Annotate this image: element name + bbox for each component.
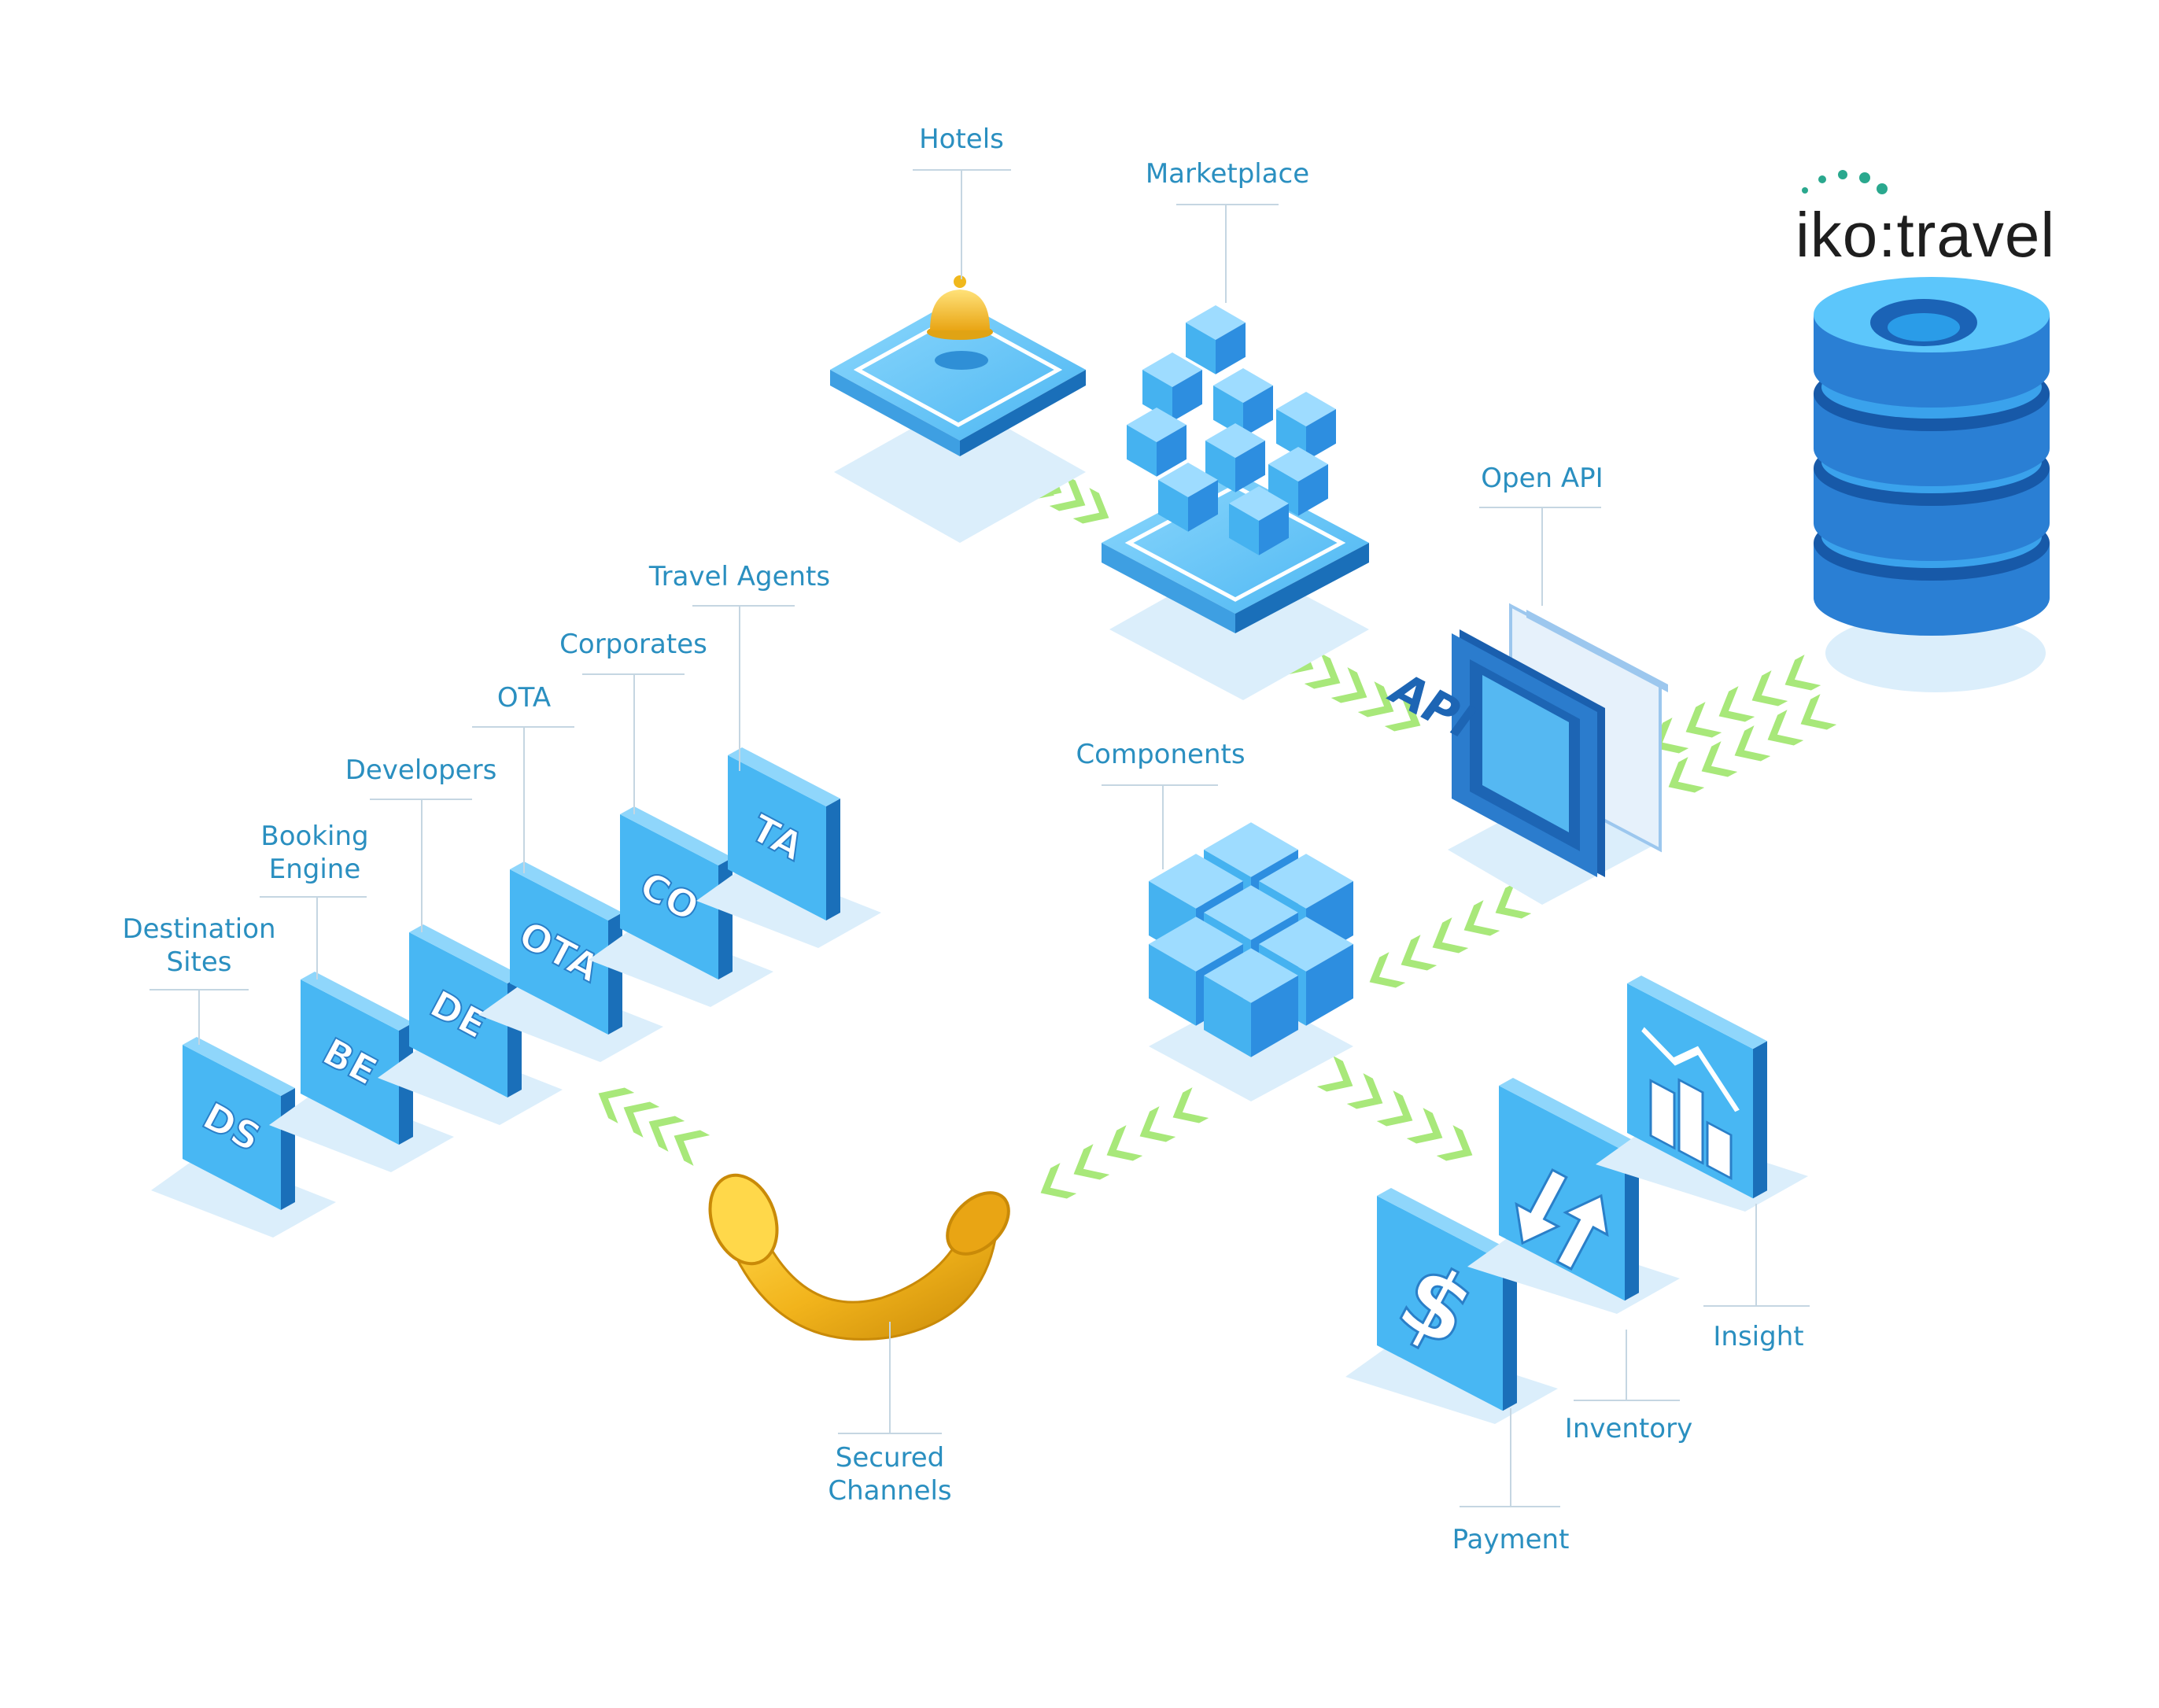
chevron-arrow	[1784, 655, 1821, 691]
tile-ds: DS	[151, 1037, 336, 1238]
cube-stack-icon	[1149, 822, 1353, 1101]
label-destination-sites-line2: Sites	[166, 946, 232, 978]
chevron-arrow	[1049, 475, 1086, 511]
chevron-arrow	[1072, 488, 1109, 524]
chevron-arrow	[1106, 1125, 1143, 1161]
chevron-arrow	[1172, 1087, 1209, 1123]
chevron-arrow	[1139, 1106, 1176, 1142]
chevron-arrow	[1432, 917, 1469, 954]
tile-co: CO	[589, 806, 773, 1007]
chevron-arrow	[623, 1101, 660, 1138]
bar-chart-icon	[1641, 1027, 1740, 1180]
chevron-arrow	[1040, 1163, 1077, 1199]
marketplace-platform	[1102, 304, 1369, 700]
label-travel-agents: Travel Agents	[648, 561, 831, 592]
chevron-arrow	[1800, 694, 1837, 730]
chevron-arrow	[1357, 681, 1394, 718]
chevron-arrow	[1463, 900, 1500, 936]
api-chip-icon: API	[1379, 603, 1668, 905]
label-components: Components	[1076, 739, 1246, 770]
chevron-arrow	[1330, 667, 1367, 703]
market-cube	[1205, 422, 1265, 492]
chevron-arrow	[1734, 725, 1771, 762]
service-tiles: $	[1345, 976, 1808, 1424]
tile-be: BE	[269, 972, 454, 1172]
market-cube	[1142, 352, 1202, 422]
chevron-arrow	[598, 1087, 635, 1123]
chevron-arrow	[1436, 1125, 1473, 1161]
chevron-arrows	[598, 450, 1837, 1199]
label-insight: Insight	[1713, 1321, 1804, 1352]
chevron-arrow	[1376, 1090, 1413, 1127]
label-booking-engine-line2: Engine	[268, 854, 361, 885]
market-cube	[1186, 304, 1246, 374]
market-cube	[1276, 391, 1336, 461]
chevron-arrow	[1346, 1073, 1383, 1109]
chevron-arrow	[1668, 757, 1705, 793]
logo-dots-icon	[1802, 170, 1888, 194]
chevron-arrow	[1751, 670, 1788, 706]
label-hotels: Hotels	[919, 124, 1004, 155]
label-ota: OTA	[496, 682, 552, 714]
pipe-elbow-icon	[708, 1173, 1010, 1341]
label-destination-sites-line1: Destination	[122, 913, 276, 945]
tile-ta: TA	[696, 747, 881, 948]
chevron-arrow	[1767, 710, 1804, 746]
chevron-arrow	[1369, 952, 1406, 988]
database-icon	[1814, 277, 2050, 692]
up-down-arrows-icon	[1515, 1168, 1609, 1271]
service-bell-icon	[927, 275, 993, 340]
chevron-arrow	[1316, 1056, 1353, 1092]
chevron-arrow	[1685, 702, 1722, 738]
logo-wordmark: iko:travel	[1795, 200, 2056, 270]
label-inventory: Inventory	[1564, 1413, 1693, 1444]
chevron-arrow	[648, 1116, 685, 1152]
label-developers: Developers	[345, 754, 497, 786]
label-booking-engine-line1: Booking	[260, 821, 369, 852]
label-corporates: Corporates	[559, 629, 707, 660]
label-open-api: Open API	[1481, 463, 1604, 494]
chevron-arrow	[1073, 1144, 1110, 1180]
market-cube	[1158, 462, 1218, 532]
chevron-arrow	[1406, 1108, 1443, 1144]
cube-cluster-icon	[1127, 304, 1336, 555]
chevron-arrow	[1304, 653, 1341, 689]
label-leaders	[149, 169, 1810, 1507]
chevron-arrow	[1384, 695, 1421, 732]
label-marketplace: Marketplace	[1145, 158, 1310, 190]
chevron-arrow	[1701, 741, 1738, 777]
market-cube	[1229, 485, 1289, 555]
chevron-arrow	[1495, 883, 1532, 919]
component-cube	[1204, 948, 1298, 1057]
market-cube	[1213, 367, 1273, 437]
label-payment: Payment	[1452, 1524, 1570, 1555]
tile-inventory	[1467, 1078, 1680, 1314]
hotels-platform	[830, 275, 1086, 543]
label-secured-channels-line2: Channels	[828, 1475, 952, 1507]
chevron-arrow	[1401, 935, 1437, 971]
chevron-arrow	[1718, 686, 1755, 722]
tile-insight	[1596, 976, 1808, 1212]
market-cube	[1268, 446, 1328, 516]
market-cube	[1127, 407, 1187, 477]
label-secured-channels-line1: Secured	[835, 1442, 945, 1474]
chevron-arrow	[674, 1130, 710, 1166]
iko-travel-logo: iko:travel	[1795, 168, 2087, 271]
